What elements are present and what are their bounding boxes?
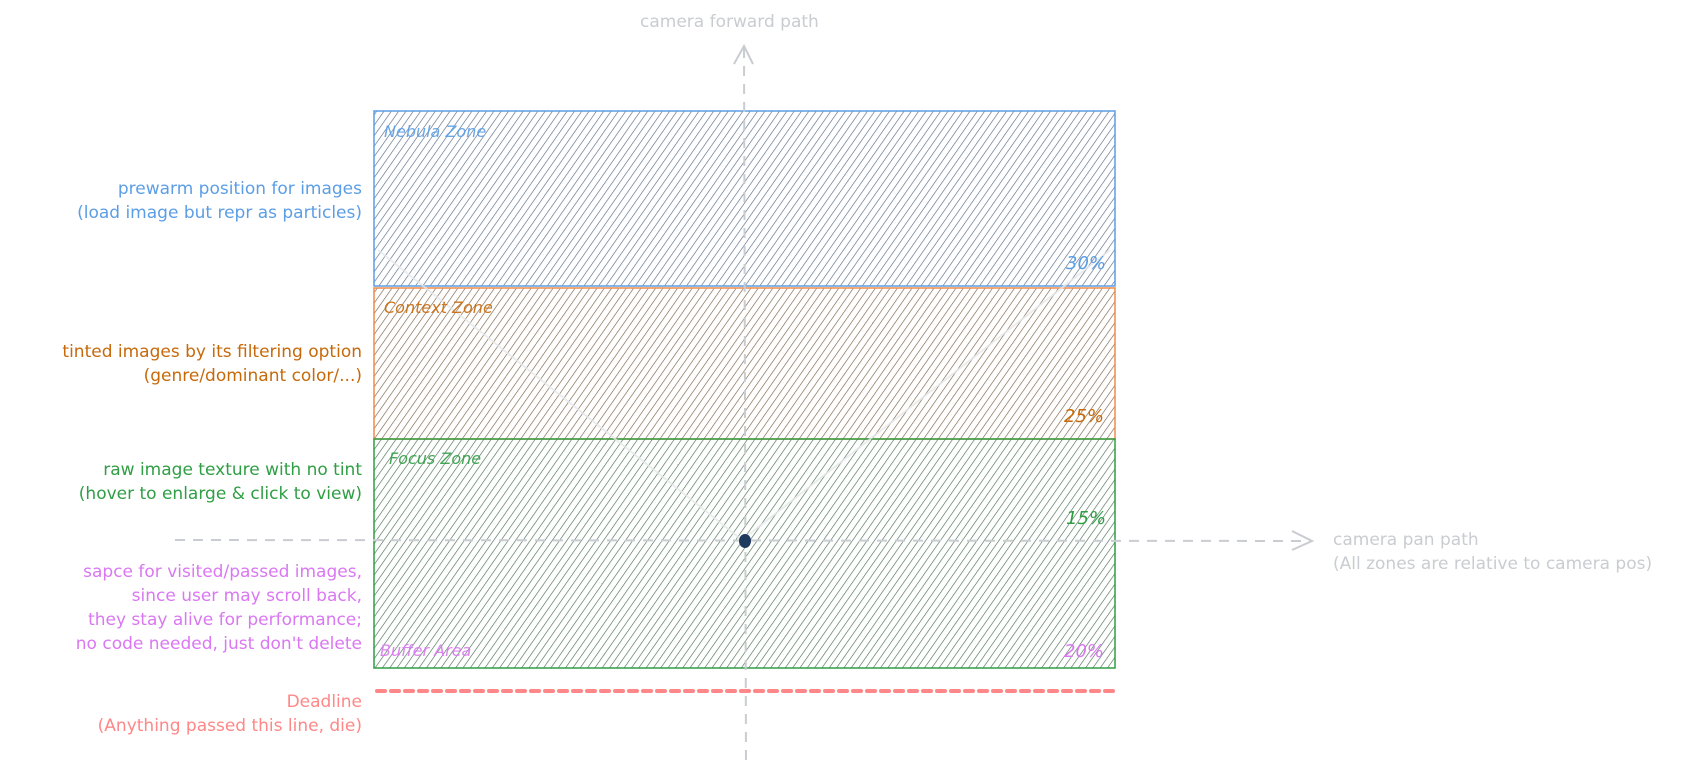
note-line: raw image texture with no tint [103,460,362,480]
focus-zone-percent: 15% [1066,508,1107,529]
pan-path-label-line2: (All zones are relative to camera pos) [1333,554,1653,574]
nebula-zone-percent: 30% [1066,253,1107,274]
note-line: prewarm position for images [117,179,362,199]
pan-arrow-icon [1291,530,1315,551]
nebula-zone-note: prewarm position for images (load image … [77,177,362,225]
buffer-area-label: Buffer Area [380,641,472,660]
pan-path-label-line1: camera pan path [1333,530,1479,550]
context-zone-label: Context Zone [384,298,493,317]
note-line: they stay alive for performance; [88,610,362,630]
forward-arrow-icon [733,43,754,65]
camera-dot-icon [739,534,751,548]
pan-path-label: camera pan path (All zones are relative … [1333,528,1652,576]
frustum-left-line [377,249,743,541]
context-zone-note: tinted images by its filtering option (g… [62,340,362,388]
note-line: (hover to enlarge & click to view) [78,484,362,504]
deadline-note: Deadline (Anything passed this line, die… [98,690,362,738]
deadline-title: Deadline [286,692,362,712]
buffer-area-note: sapce for visited/passed images, since u… [76,560,362,656]
note-line: since user may scroll back, [131,586,362,606]
note-line: tinted images by its filtering option [62,342,362,362]
focus-zone-label: Focus Zone [389,449,482,468]
note-line: no code needed, just don't delete [75,634,362,654]
nebula-zone-label: Nebula Zone [384,122,487,141]
focus-zone-note: raw image texture with no tint (hover to… [79,458,362,506]
forward-path-label: camera forward path [640,12,819,32]
buffer-area-percent: 20% [1064,641,1105,662]
frustum-right-line [741,249,1111,541]
forward-axis [743,47,747,766]
note-line: sapce for visited/passed images, [83,562,362,582]
deadline-subtitle: (Anything passed this line, die) [97,716,362,736]
context-zone-percent: 25% [1064,406,1105,427]
note-line: (genre/dominant color/...) [143,366,362,386]
note-line: (load image but repr as particles) [77,203,362,223]
